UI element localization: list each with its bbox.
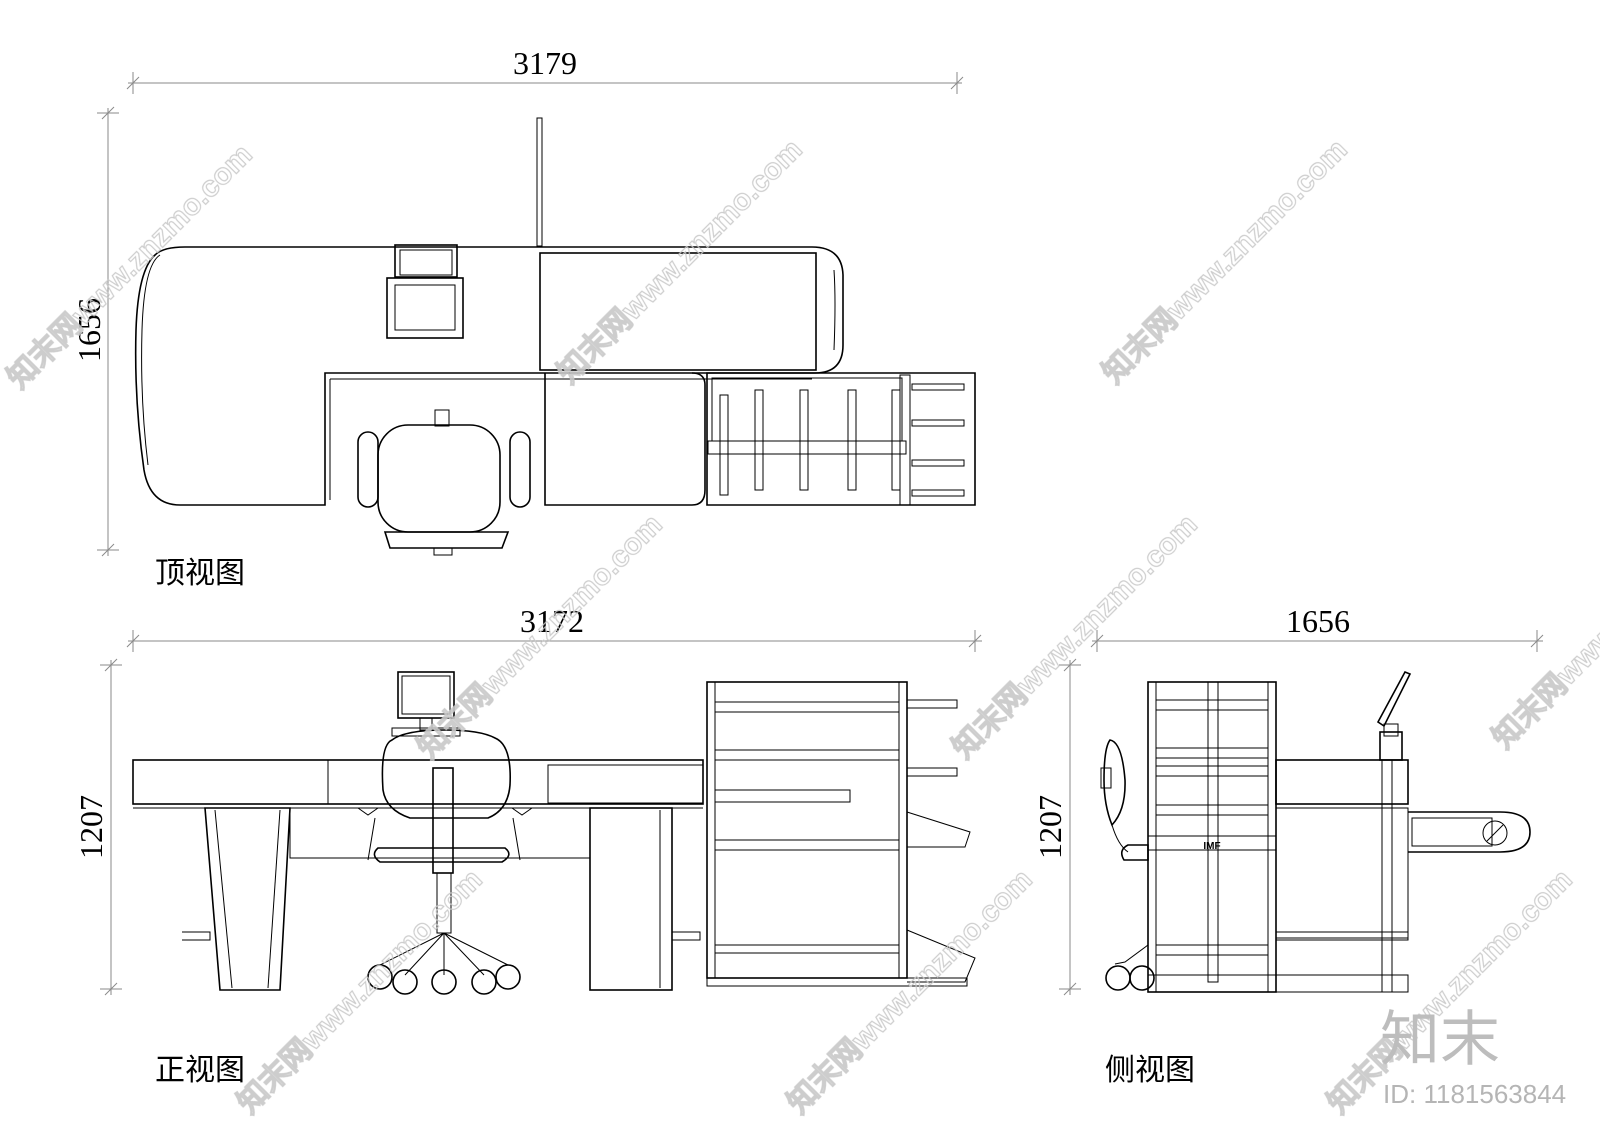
watermark-text: 知末网www.znzmo.com [412,508,669,765]
watermark-text: 知末网www.znzmo.com [782,863,1039,1120]
top-view-desk-outline [134,246,844,506]
side-view-counter [1275,759,1531,993]
front-view-right-pedestal [589,807,673,991]
watermark-layer: 知末网www.znzmo.com 知末网www.znzmo.com 知末网www… [1,132,1600,1120]
top-view: 3179 1656 [71,45,976,591]
side-view-height-value: 1207 [1032,795,1068,859]
top-view-width-dimension: 3179 [126,45,964,94]
front-view-width-value: 3172 [520,603,584,639]
front-view-left-leg [204,807,291,991]
front-view-counter-top [132,759,704,805]
side-view-chair [1100,739,1155,991]
side-view-monitor [1376,670,1412,761]
top-view-label: 顶视图 [155,556,245,591]
top-view-width-value: 3179 [513,45,577,81]
watermark-text: 知末网www.znzmo.com [1097,133,1354,390]
side-view-width-dimension: 1656 [1090,603,1544,652]
watermark-text: 知末网www.znzmo.com [2,138,259,395]
side-view-shelving-frame: IMF [1147,681,1277,993]
top-view-shelving-unit [706,372,976,506]
watermark-text: 知末网www.znzmo.com [552,133,809,390]
top-view-monitor [394,244,458,278]
watermark-text: 知末网www.znzmo.com [947,508,1204,765]
top-view-counter-belt [539,252,817,371]
front-view-height-dimension: 1207 [73,658,122,996]
watermark-id: ID: 1181563844 [1383,1079,1566,1109]
top-view-depth-value: 1656 [71,298,107,362]
side-view: 1656 1207 IMF [1032,603,1544,1088]
watermark-logo: 知末 [1380,1005,1500,1075]
top-view-monitor-base [386,277,464,339]
top-view-divider-pole [536,117,543,247]
front-view-chair [367,729,521,995]
top-view-lower-counter [544,372,706,506]
side-view-width-value: 1656 [1286,603,1350,639]
side-view-label: 侧视图 [1105,1053,1195,1088]
top-view-chair [357,409,531,556]
side-view-height-dimension: 1207 [1032,658,1081,996]
front-view: 3172 1207 [73,603,982,1088]
front-view-height-value: 1207 [73,795,109,859]
side-view-brand-mark: IMF [1203,841,1220,852]
watermark-text: 知末网www.znzmo.com [1487,498,1600,755]
front-view-shelving-unit [706,681,976,987]
top-view-depth-dimension: 1656 [71,106,119,557]
front-view-width-dimension: 3172 [126,603,982,652]
front-view-label: 正视图 [155,1053,245,1088]
